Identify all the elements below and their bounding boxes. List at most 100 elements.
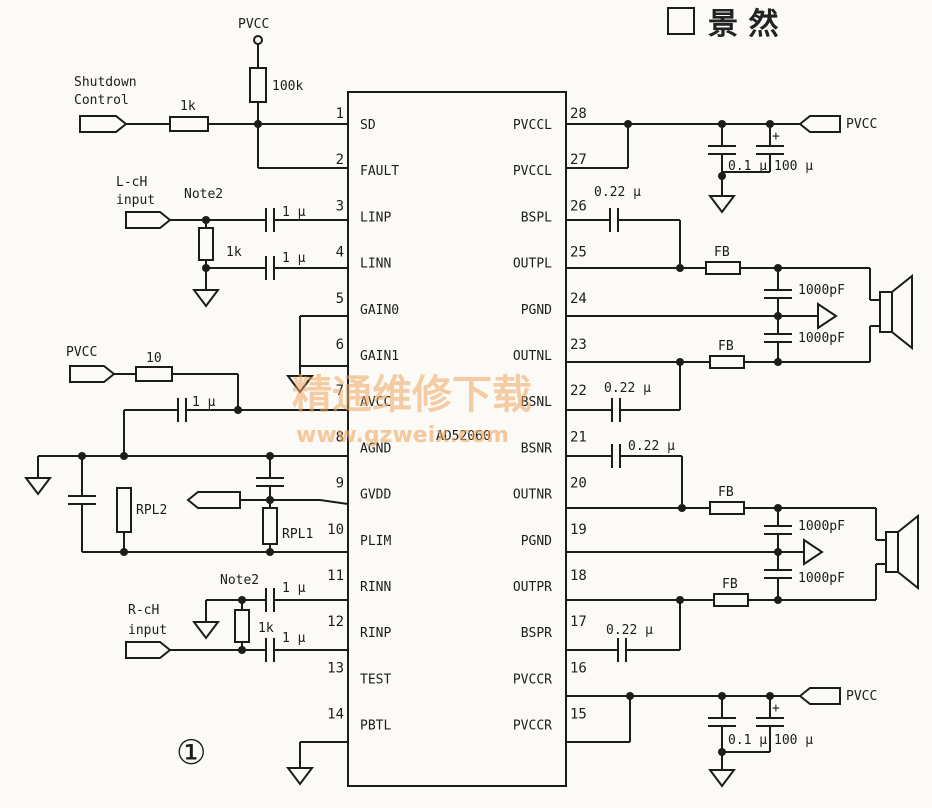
speaker-l-cone xyxy=(891,273,913,351)
chip-name: AD52060 xyxy=(436,429,491,444)
pin-number-18: 18 xyxy=(570,568,587,584)
title-text: 景 然 xyxy=(708,7,778,42)
resistor-1k-sd xyxy=(169,116,209,132)
pin-number-6: 6 xyxy=(336,337,344,353)
pin-number-2: 2 xyxy=(336,152,344,168)
fb-20-label: FB xyxy=(718,485,734,500)
c-01u-top-label: 0.1 μ xyxy=(728,159,767,174)
pin-name-23: OUTNL xyxy=(513,349,552,364)
resistor-10 xyxy=(135,366,173,382)
ground-l xyxy=(192,289,220,308)
pin-name-1: SD xyxy=(360,118,376,133)
fb-18-label: FB xyxy=(722,577,738,592)
pin-name-28: PVCCL xyxy=(513,118,552,133)
pin-number-23: 23 xyxy=(570,337,587,353)
pin-number-19: 19 xyxy=(570,522,587,538)
pin-name-11: RINN xyxy=(360,580,391,595)
plus-top: + xyxy=(772,129,780,144)
fb-20 xyxy=(709,501,745,515)
c-022u-26-label: 0.22 μ xyxy=(594,185,641,200)
c-1000p-d-label: 1000pF xyxy=(798,571,845,586)
pin-name-8: AGND xyxy=(360,441,391,456)
pvcc-r-top-connector xyxy=(798,115,841,133)
shutdown-label-1: Shutdown xyxy=(74,75,137,90)
ground-pgnd-r xyxy=(803,538,824,566)
c-1u-avcc-label: 1 μ xyxy=(192,395,216,410)
shutdown-connector xyxy=(79,115,128,133)
chip-body xyxy=(347,91,567,787)
pin-name-27: PVCCL xyxy=(513,164,552,179)
pvcc-avcc-label: PVCC xyxy=(66,345,97,360)
pin-name-13: TEST xyxy=(360,672,391,687)
speaker-r-cone xyxy=(897,513,919,591)
c-01u-bot-label: 0.1 μ xyxy=(728,733,767,748)
pin-name-22: BSNL xyxy=(521,395,552,410)
ground-r xyxy=(192,621,220,640)
pin-number-24: 24 xyxy=(570,291,587,307)
figure-number: ① xyxy=(176,733,206,773)
pin-number-26: 26 xyxy=(570,198,587,214)
pin-number-12: 12 xyxy=(327,614,344,630)
r-1k-r-label: 1k xyxy=(258,621,274,636)
pvcc-r-bot-label: PVCC xyxy=(846,689,877,704)
pin-name-7: AVCC xyxy=(360,395,391,410)
r-1k-sd-label: 1k xyxy=(180,99,196,114)
resistor-100k xyxy=(249,67,267,103)
c-022u-22-label: 0.22 μ xyxy=(604,381,651,396)
pin-number-22: 22 xyxy=(570,383,587,399)
pvcc-top-label: PVCC xyxy=(238,17,269,32)
lch-label-2: input xyxy=(116,193,155,208)
resistor-rpl1 xyxy=(262,507,278,545)
speaker-l-body xyxy=(879,291,893,333)
pin-name-4: LINN xyxy=(360,257,391,272)
pin-name-16: PVCCR xyxy=(513,672,552,687)
pin-number-27: 27 xyxy=(570,152,587,168)
pin-number-21: 21 xyxy=(570,429,587,445)
rpl1-label: RPL1 xyxy=(282,527,313,542)
pin-name-17: BSPR xyxy=(521,626,552,641)
pin-number-16: 16 xyxy=(570,660,587,676)
rch-label-1: R-cH xyxy=(128,603,159,618)
lch-connector xyxy=(125,211,172,229)
c-1u-linn-label: 1 μ xyxy=(282,251,306,266)
c-1u-rinp-label: 1 μ xyxy=(282,631,306,646)
c-1u-linp-label: 1 μ xyxy=(282,205,306,220)
ground-pgnd-l xyxy=(817,302,838,330)
rpl2-label: RPL2 xyxy=(136,503,167,518)
pin-name-2: FAULT xyxy=(360,164,399,179)
pin-number-25: 25 xyxy=(570,245,587,261)
chip-pins: 1SD2FAULT3LINP4LINN5GAIN06GAIN17AVCC8AGN… xyxy=(327,106,587,734)
fb-25-label: FB xyxy=(714,245,730,260)
pin-name-18: OUTPR xyxy=(513,580,552,595)
pin-number-5: 5 xyxy=(336,291,344,307)
lch-label-1: L-cH xyxy=(116,175,147,190)
pin-name-19: PGND xyxy=(521,534,552,549)
pin-number-11: 11 xyxy=(327,568,344,584)
pin-name-3: LINP xyxy=(360,210,391,225)
pin-number-1: 1 xyxy=(336,106,344,122)
pin-number-20: 20 xyxy=(570,476,587,492)
note2-r-label: Note2 xyxy=(220,573,259,588)
pin-name-10: PLIM xyxy=(360,534,391,549)
pin-number-4: 4 xyxy=(336,245,344,261)
shutdown-label-2: Control xyxy=(74,93,129,108)
pvcc-terminal xyxy=(253,35,263,45)
watermark-line2: www.gzweix.com xyxy=(296,423,509,448)
pin-name-20: OUTNR xyxy=(513,488,552,503)
resistor-rpl2 xyxy=(116,487,132,533)
pin-number-3: 3 xyxy=(336,198,344,214)
resistor-1k-l xyxy=(198,227,214,261)
c-022u-17-label: 0.22 μ xyxy=(606,623,653,638)
ground-pvccr xyxy=(708,769,736,788)
pin-name-25: OUTPL xyxy=(513,257,552,272)
r-10-label: 10 xyxy=(146,351,162,366)
pin-number-13: 13 xyxy=(327,660,344,676)
ground-agnd xyxy=(24,477,52,496)
c-100u-bot-label: 100 μ xyxy=(774,733,813,748)
pin-name-9: GVDD xyxy=(360,488,391,503)
pin-name-26: BSPL xyxy=(521,210,552,225)
pin-number-17: 17 xyxy=(570,614,587,630)
r-100k-label: 100k xyxy=(272,79,303,94)
rch-connector xyxy=(125,641,172,659)
